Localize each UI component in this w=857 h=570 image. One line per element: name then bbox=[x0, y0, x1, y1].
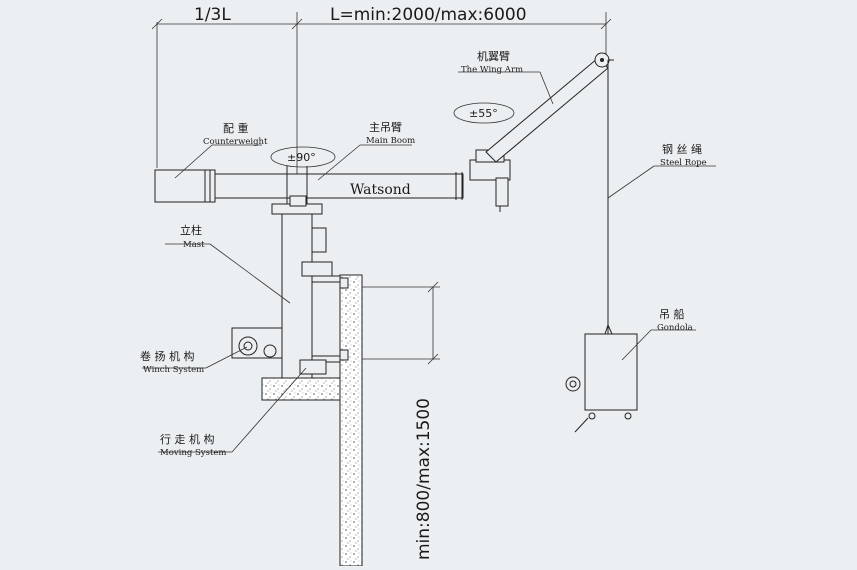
wing-arm-label-cn: 机翼臂 bbox=[477, 49, 510, 63]
counter-length-dimension: 1/3L bbox=[194, 5, 231, 25]
wing-arm-label-en: The Wing Arm bbox=[461, 65, 523, 75]
wing-rotation-ellipse bbox=[453, 102, 515, 124]
main-boom bbox=[214, 166, 464, 206]
main-boom-label-cn: 主吊臂 bbox=[369, 121, 402, 134]
gondola-label-en: Gondola bbox=[657, 323, 693, 333]
height-range-dimension: min:800/max:1500 bbox=[414, 398, 434, 560]
leader-lines bbox=[142, 71, 716, 453]
main-boom-label-en: Main Boom bbox=[366, 136, 415, 146]
gondola-label-cn: 吊 船 bbox=[659, 307, 685, 321]
mast-label-cn: 立柱 bbox=[180, 223, 202, 237]
wing-rotation-label: ±55° bbox=[469, 107, 498, 120]
boom-rotation-label: ±90° bbox=[287, 151, 316, 164]
counterweight-label-cn: 配 重 bbox=[223, 121, 249, 135]
floor-slab bbox=[261, 274, 363, 567]
steel-rope-label-en: Steel Rope bbox=[660, 158, 707, 168]
winch-system bbox=[231, 327, 283, 359]
boom-rotation-ellipse bbox=[270, 146, 336, 168]
counterweight bbox=[154, 169, 216, 203]
height-dimension bbox=[362, 281, 440, 365]
moving-label-en: Moving System bbox=[160, 448, 226, 458]
winch-label-en: Winch System bbox=[143, 365, 204, 375]
counterweight-label-en: Counterweight bbox=[203, 137, 268, 147]
winch-label-cn: 卷 扬 机 构 bbox=[140, 349, 195, 363]
wing-arm bbox=[485, 52, 610, 163]
mast bbox=[271, 195, 345, 381]
boom-head bbox=[469, 149, 511, 212]
gondola bbox=[565, 324, 638, 433]
mast-label-en: Mast bbox=[183, 240, 205, 250]
moving-label-cn: 行 走 机 构 bbox=[160, 432, 215, 446]
steel-rope-label-cn: 钢 丝 绳 bbox=[662, 142, 702, 156]
boom-length-dimension: L=min:2000/max:6000 bbox=[330, 5, 527, 25]
brand-label: Watsond bbox=[350, 182, 411, 198]
